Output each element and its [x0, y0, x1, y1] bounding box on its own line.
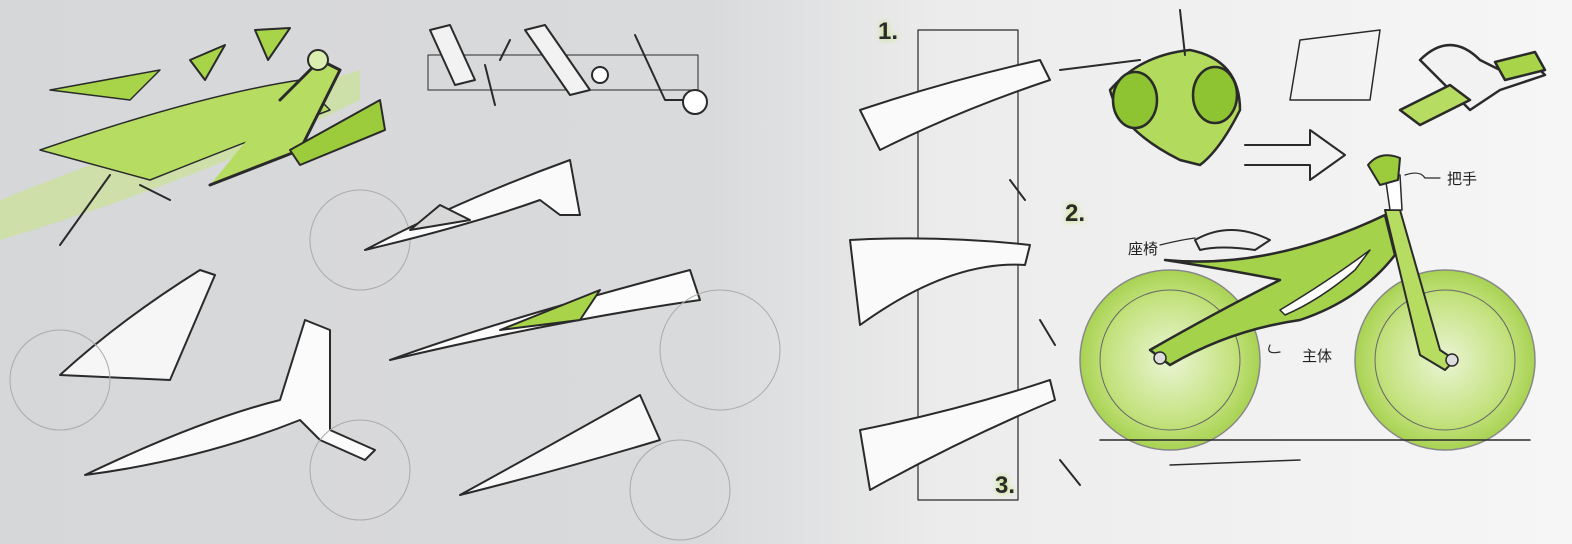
joint-sketches — [427, 24, 708, 115]
annotation-handle: 把手 — [1447, 170, 1478, 188]
step-label-3: 3. — [995, 472, 1016, 499]
annotation-body: 主体 — [1302, 347, 1333, 365]
step-label-2: 2. — [1065, 200, 1086, 227]
frame-sketches-left — [9, 159, 781, 541]
step-label-1: 1. — [878, 18, 899, 45]
mantis-sketch — [0, 27, 386, 246]
mantis-head-sketch — [1059, 9, 1547, 181]
balance-bike-rendering — [1079, 154, 1536, 466]
annotation-seat: 座椅 — [1128, 240, 1159, 258]
frame-sketches-numbered — [849, 29, 1081, 501]
